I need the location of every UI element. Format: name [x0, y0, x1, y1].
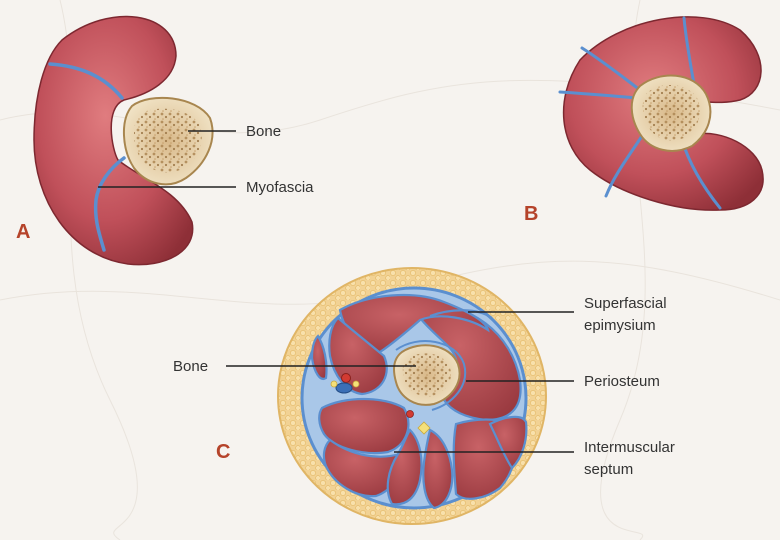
muscle-bottom-left [322, 438, 402, 498]
muscle-left-lower [318, 397, 410, 455]
panel-a-fascia-upper [48, 62, 124, 100]
panel-c-diagram [277, 267, 547, 525]
label-c-superfascial-line2: epimysium [584, 317, 656, 334]
panel-letter-a: A [16, 221, 30, 243]
label-a-myofascia: Myofascia [246, 179, 314, 196]
panel-c-bone-marrow [402, 353, 452, 397]
panel-c-muscles [310, 293, 528, 510]
panel-letter-c: C [216, 441, 230, 463]
muscle-bottom-mid-left [386, 428, 423, 506]
panel-a-fascia-lower [93, 156, 126, 252]
panel-a-bone-marrow [134, 108, 202, 173]
label-c-superfascial-line1: Superfascial [584, 295, 667, 312]
panel-a-muscle [33, 15, 194, 266]
label-c-bone: Bone [173, 358, 208, 375]
panel-c-leaders [226, 311, 574, 453]
panel-letter-b: B [524, 203, 538, 225]
panel-a-diagram [33, 15, 214, 266]
label-a-bone: Bone [246, 123, 281, 140]
label-c-intermuscular-line1: Intermuscular [584, 439, 675, 456]
panel-c-epimysium-line [429, 309, 493, 319]
muscle-left-thin [310, 334, 328, 380]
panel-a-leaders [98, 130, 236, 188]
muscle-bottom-mid [422, 428, 454, 510]
panel-b-bone-marrow [642, 85, 701, 141]
label-c-intermuscular-line2: septum [584, 461, 633, 478]
panel-c-neurovascular [330, 373, 431, 435]
muscle-right-lower [488, 415, 528, 470]
panel-b-diagram [558, 16, 764, 211]
panel-c-periosteum-line [395, 340, 467, 411]
label-c-periosteum: Periosteum [584, 373, 660, 390]
